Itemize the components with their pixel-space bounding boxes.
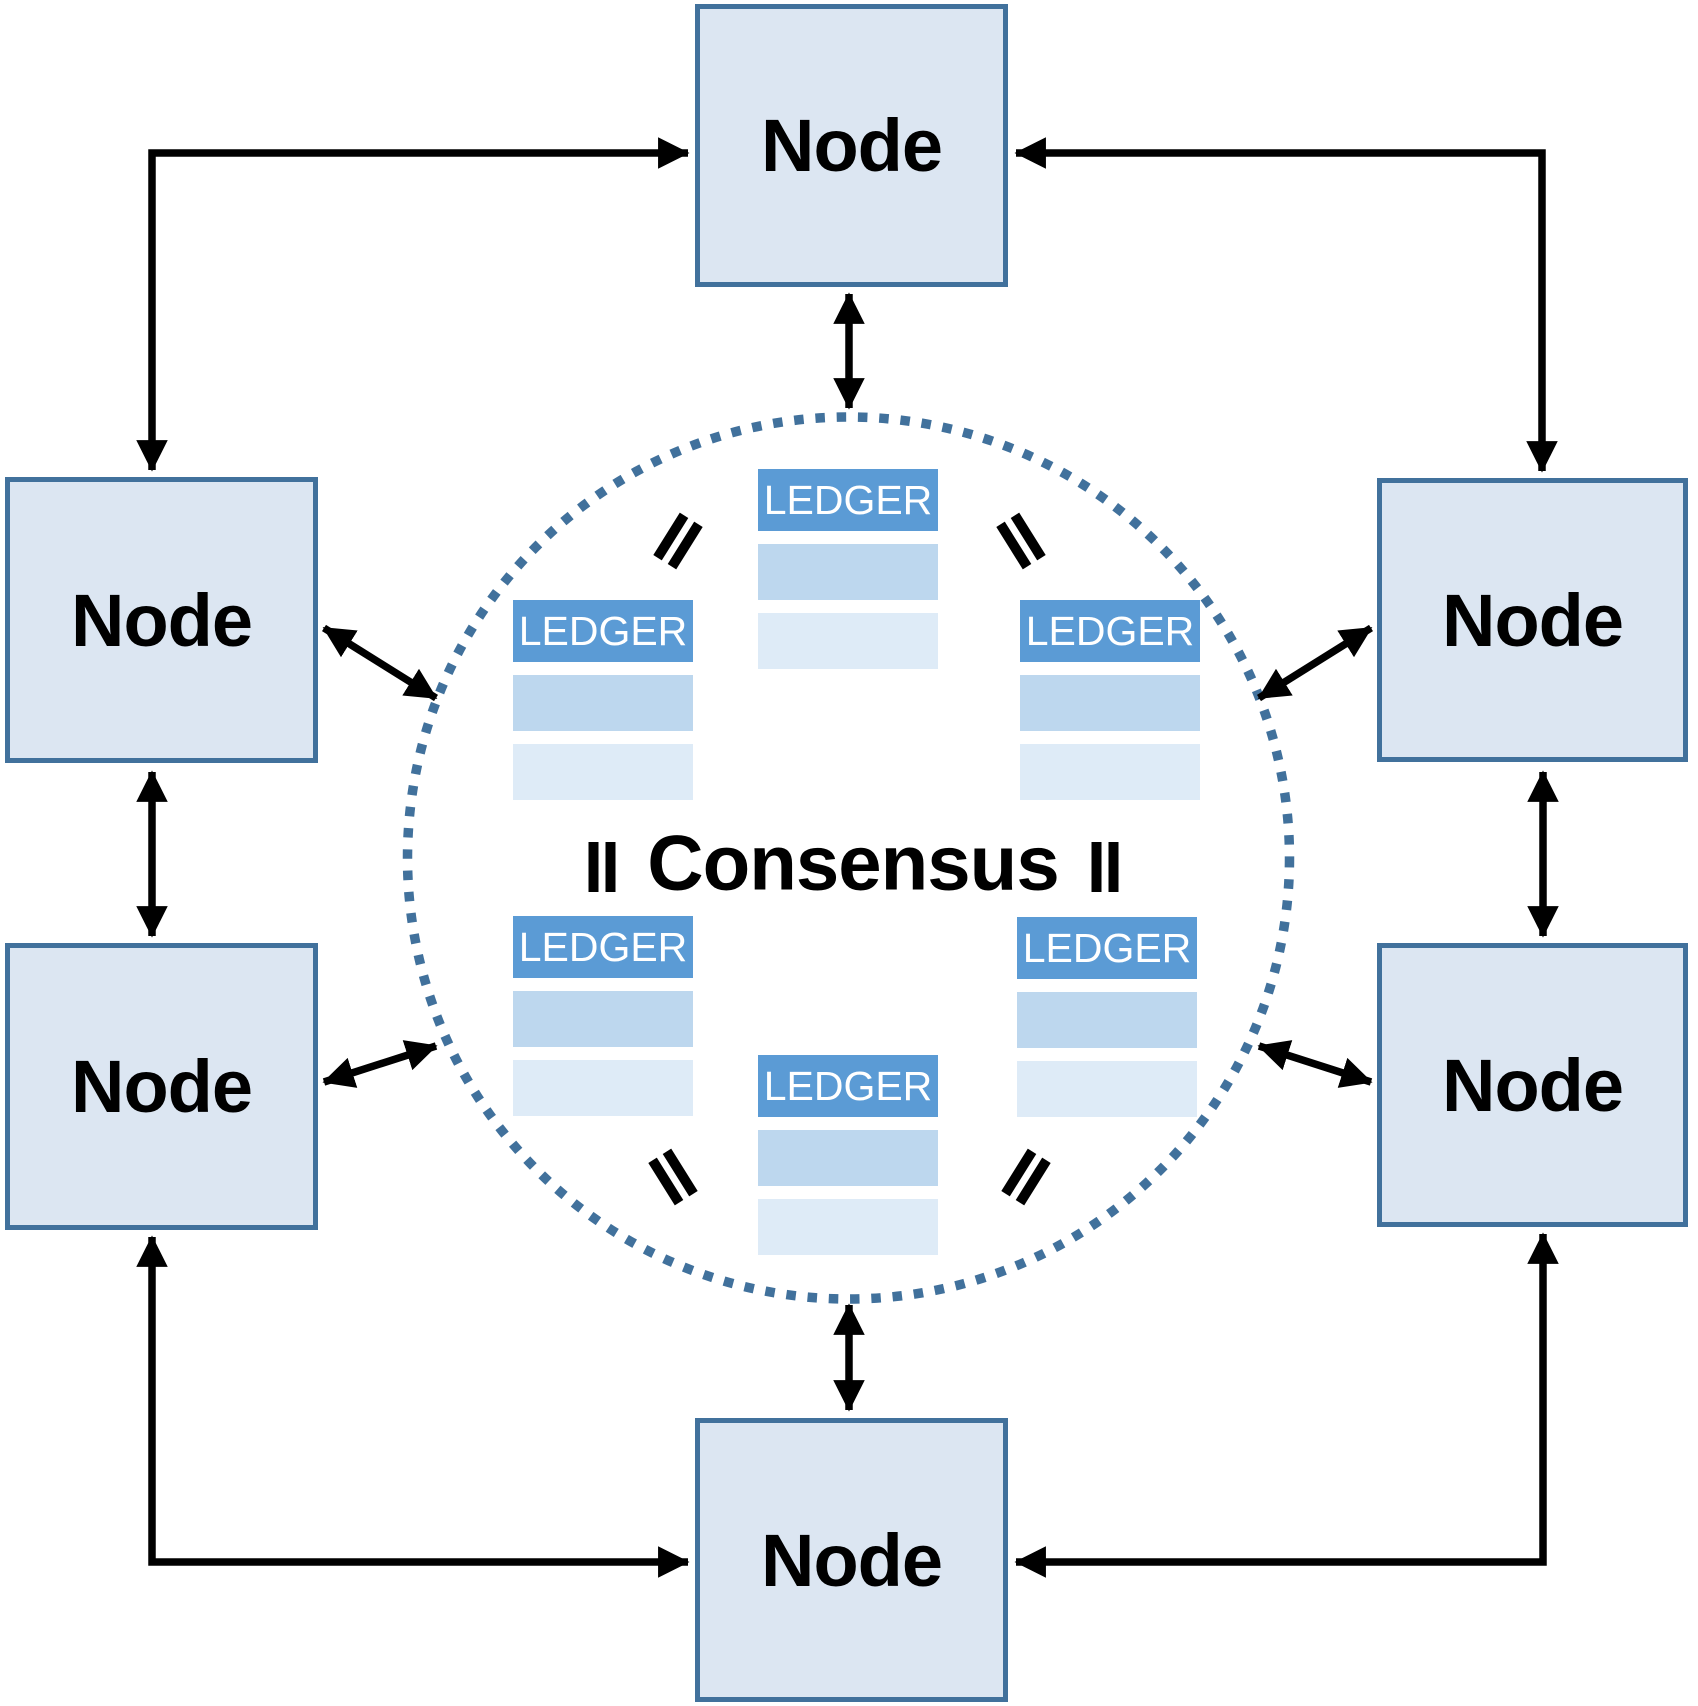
ledger-row: [758, 1199, 938, 1255]
ledger-row: [758, 613, 938, 669]
ledger-label: LEDGER: [1025, 607, 1195, 654]
ledger-label: LEDGER: [518, 923, 688, 970]
ledger-label: LEDGER: [763, 1062, 933, 1109]
ledger-block-left: LEDGER: [513, 600, 693, 800]
ledger-block-right: LEDGER: [1020, 600, 1200, 800]
ledger-header: LEDGER: [758, 469, 938, 531]
node-box-right-top: Node: [1377, 478, 1688, 762]
ledger-header: LEDGER: [1020, 600, 1200, 662]
ledger-row: [513, 991, 693, 1047]
node-label: Node: [1442, 1043, 1624, 1127]
ledger-block-bottom: LEDGER: [758, 1055, 938, 1255]
ledger-row: [1020, 675, 1200, 731]
arrow-right-bottom-to-circle: [1257, 1040, 1373, 1088]
node-box-left-bottom: Node: [5, 943, 318, 1230]
arrow-left-bottom-to-circle: [322, 1040, 438, 1088]
ledger-row: [513, 1060, 693, 1116]
arrow-left-top-to-circle: [322, 624, 438, 702]
arrow-elbow-bottom-left: [136, 1235, 690, 1578]
ledger-row: [758, 1130, 938, 1186]
node-box-bottom: Node: [695, 1418, 1008, 1702]
ledger-header: LEDGER: [513, 600, 693, 662]
node-box-right-bottom: Node: [1377, 943, 1688, 1227]
consensus-dotted-circle: [402, 412, 1295, 1304]
ledger-row: [513, 744, 693, 800]
consensus-label: Consensus: [647, 818, 1059, 907]
ledger-header: LEDGER: [758, 1055, 938, 1117]
arrow-elbow-top-left: [136, 137, 690, 472]
ledger-row: [1020, 744, 1200, 800]
ledger-header: LEDGER: [513, 916, 693, 978]
ledger-block-top: LEDGER: [758, 469, 938, 669]
ledger-row: [758, 544, 938, 600]
ledger-header: LEDGER: [1017, 917, 1197, 979]
node-label: Node: [71, 578, 253, 662]
equals-sign-mid-right: [1091, 842, 1119, 892]
ledger-block-bottom-right: LEDGER: [1017, 917, 1197, 1117]
ledger-row: [513, 675, 693, 731]
node-box-top: Node: [695, 4, 1008, 287]
arrow-elbow-top-right: [1014, 137, 1558, 473]
node-label: Node: [1442, 578, 1624, 662]
equals-sign-mid-left: [588, 842, 616, 892]
arrow-elbow-bottom-right: [1014, 1232, 1559, 1578]
node-label: Node: [761, 104, 943, 187]
ledger-row: [1017, 992, 1197, 1048]
ledger-label: LEDGER: [1022, 924, 1192, 971]
node-label: Node: [761, 1518, 943, 1602]
arrow-right-top-to-circle: [1257, 624, 1373, 702]
ledger-label: LEDGER: [763, 476, 933, 523]
ledger-label: LEDGER: [518, 607, 688, 654]
ledger-row: [1017, 1061, 1197, 1117]
node-label: Node: [71, 1045, 253, 1128]
node-box-left-top: Node: [5, 477, 318, 763]
ledger-block-bottom-left: LEDGER: [513, 916, 693, 1116]
